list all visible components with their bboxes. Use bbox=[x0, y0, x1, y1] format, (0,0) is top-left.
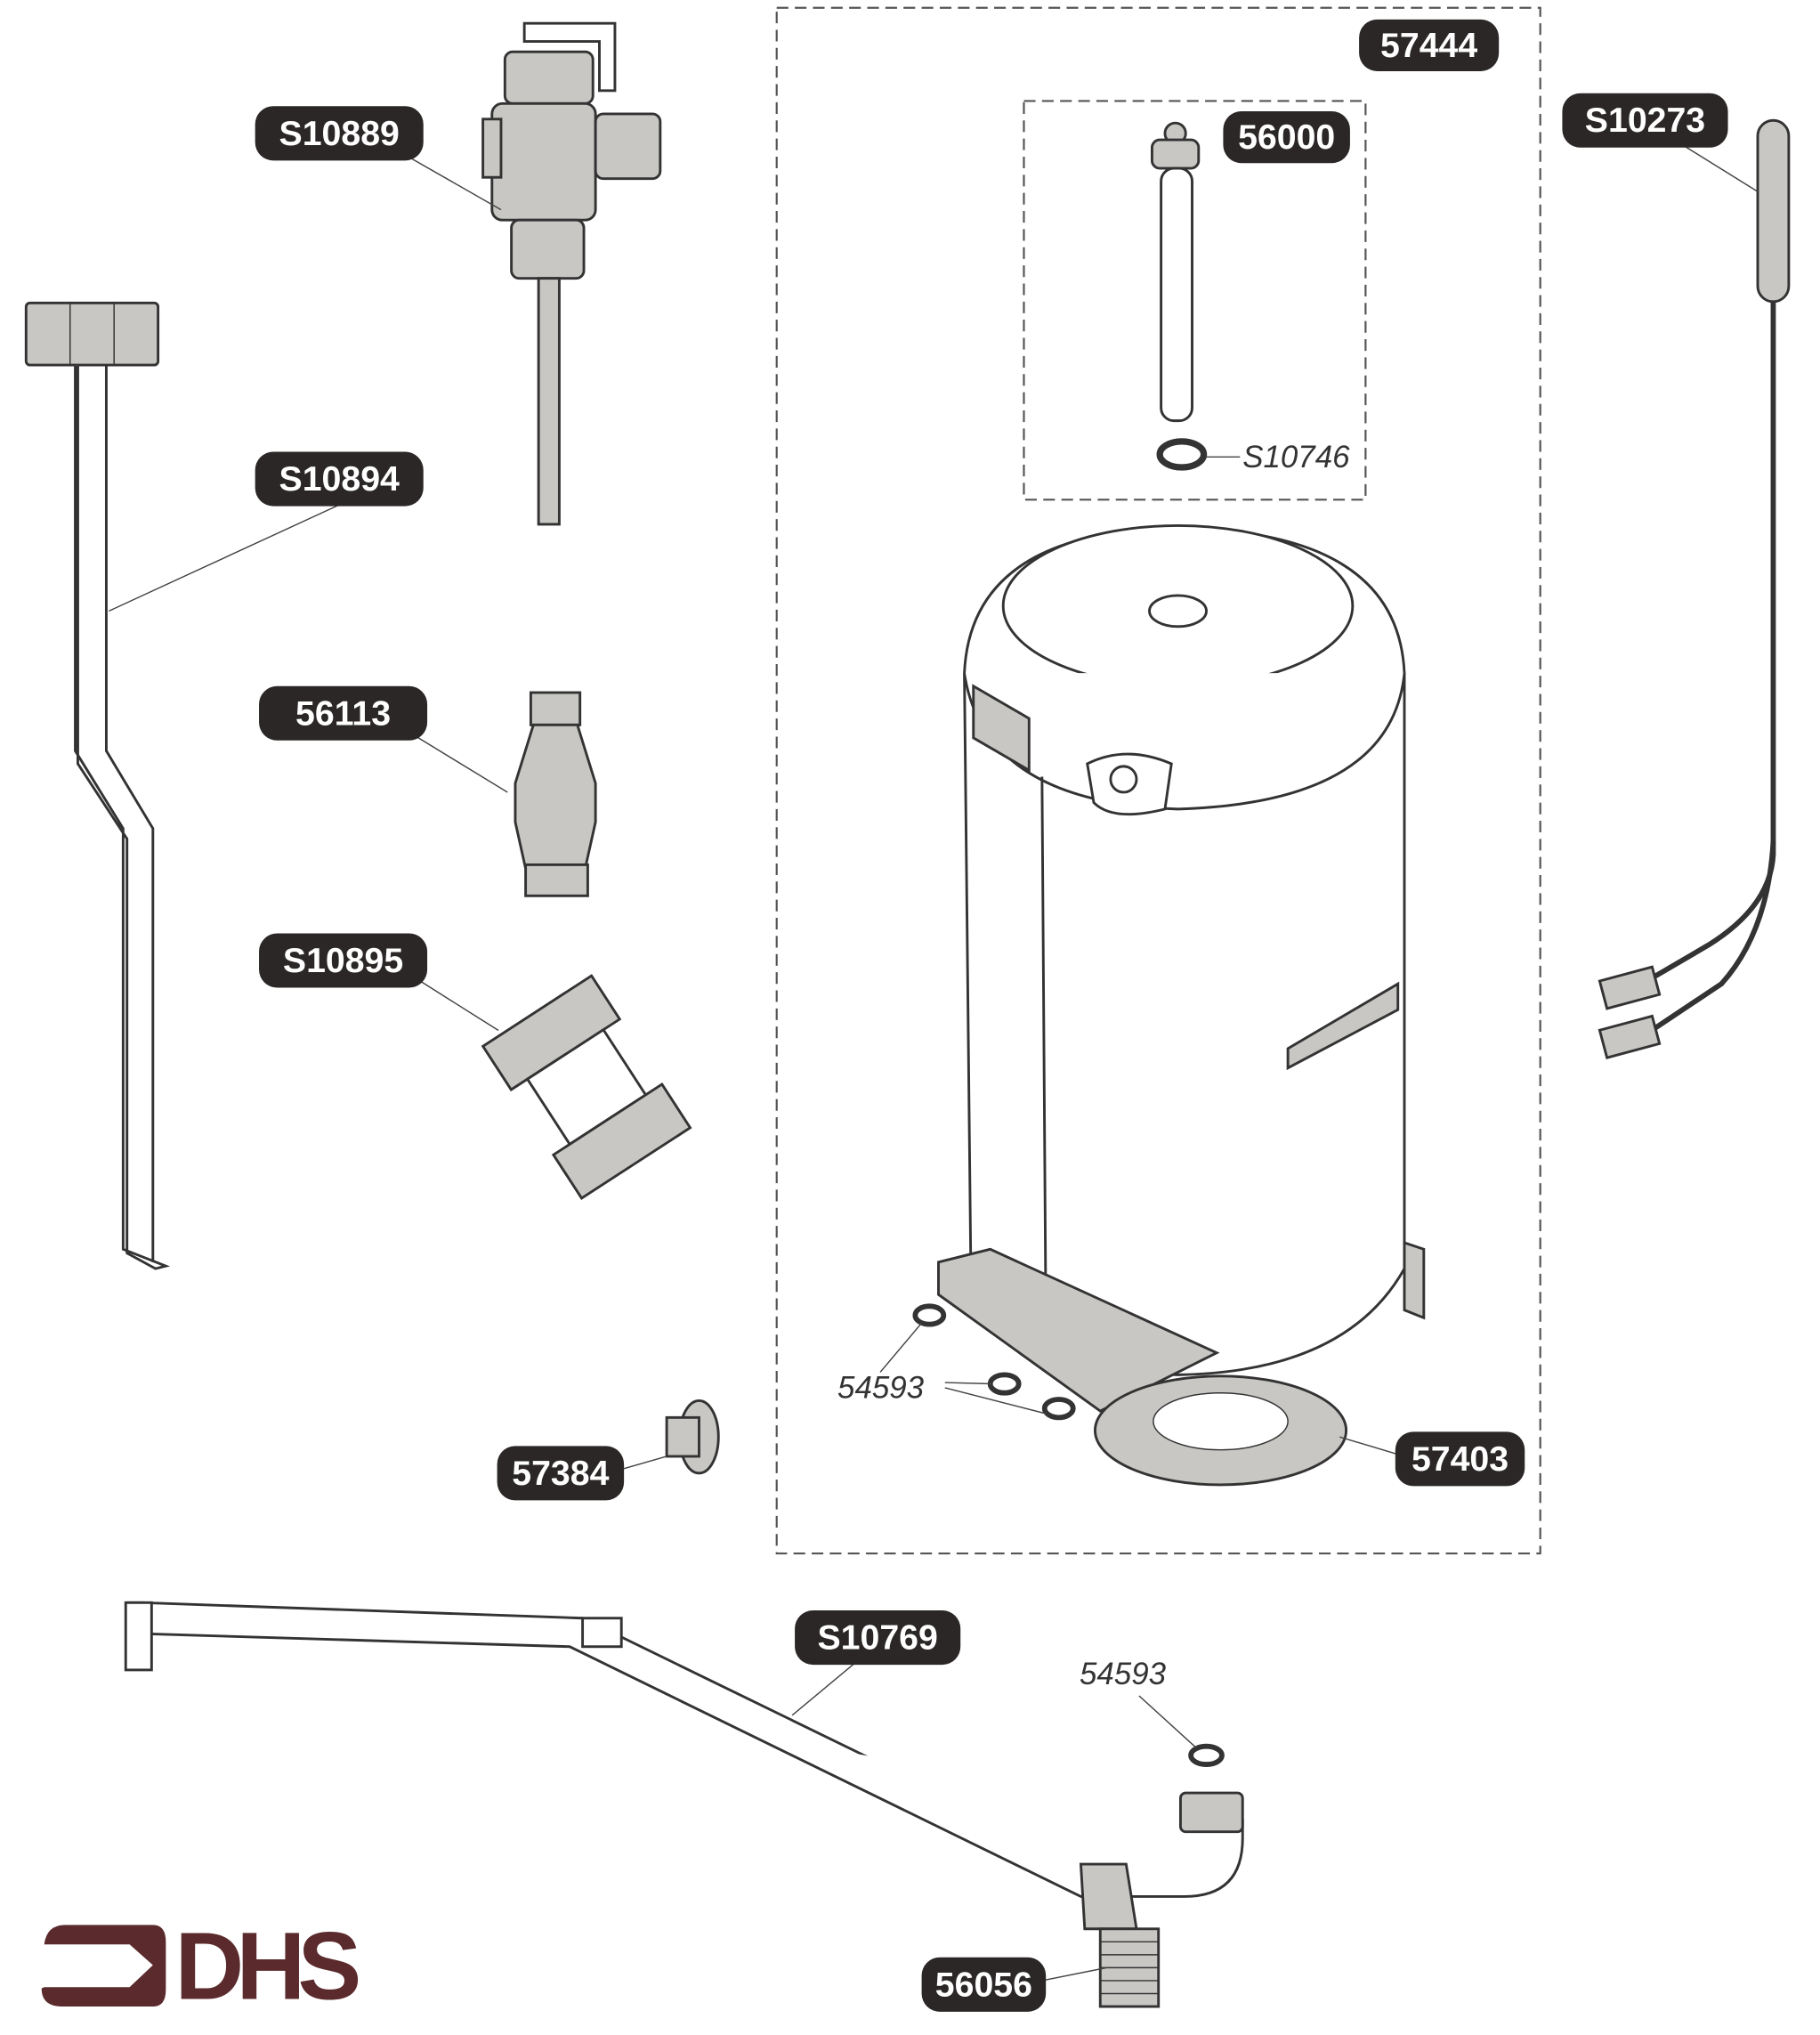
label-thermostat-sensor[interactable]: S10273 bbox=[1562, 93, 1728, 148]
plug-part bbox=[665, 1399, 720, 1475]
label-outlet-pipe[interactable]: S10769 bbox=[795, 1610, 961, 1666]
svg-text:56113: 56113 bbox=[295, 693, 391, 733]
label-base-plate[interactable]: 57403 bbox=[1395, 1431, 1525, 1487]
label-anode[interactable]: 56000 bbox=[1223, 111, 1350, 164]
leader-lines bbox=[109, 144, 1759, 1982]
relief-valve-part bbox=[481, 21, 662, 526]
label-tundish[interactable]: 56113 bbox=[259, 685, 428, 741]
svg-text:S10895: S10895 bbox=[283, 941, 403, 980]
svg-text:56000: 56000 bbox=[1238, 118, 1335, 157]
svg-text:S10769: S10769 bbox=[817, 1618, 937, 1658]
label-relief-pipe[interactable]: S10894 bbox=[255, 451, 424, 507]
cylinder-tank-part bbox=[937, 523, 1426, 1487]
anode-seal-ring bbox=[1156, 438, 1208, 471]
label-tank-kit[interactable]: 57444 bbox=[1359, 19, 1500, 71]
svg-text:57444: 57444 bbox=[1380, 26, 1477, 65]
svg-text:57384: 57384 bbox=[512, 1454, 609, 1493]
label-seal-upper[interactable]: 54593 bbox=[837, 1370, 925, 1405]
label-seal-lower[interactable]: 54593 bbox=[1080, 1657, 1167, 1691]
label-coupling[interactable]: S10895 bbox=[259, 933, 428, 988]
outlet-pipe-part bbox=[124, 1601, 1244, 2008]
svg-text:S10889: S10889 bbox=[279, 114, 400, 153]
tank-kit-boundary bbox=[775, 6, 1541, 1555]
svg-text:S10273: S10273 bbox=[1585, 101, 1705, 140]
logo-text: DHS bbox=[175, 1912, 359, 2019]
seal-rings bbox=[912, 1303, 1225, 1767]
label-relief-valve[interactable]: S10889 bbox=[255, 106, 424, 161]
anode-part bbox=[1150, 121, 1208, 471]
tundish-part bbox=[514, 691, 597, 897]
svg-text:56056: 56056 bbox=[935, 1965, 1032, 2004]
svg-text:57403: 57403 bbox=[1412, 1439, 1509, 1479]
anode-kit-boundary bbox=[1023, 100, 1367, 501]
label-anode-seal[interactable]: S10746 bbox=[1242, 440, 1350, 474]
relief-pipe-part bbox=[24, 301, 171, 1270]
thermostat-sensor-part bbox=[1598, 118, 1791, 1059]
label-drain-valve[interactable]: 56056 bbox=[921, 1957, 1047, 2012]
label-plug[interactable]: 57384 bbox=[497, 1446, 625, 1501]
coupling-part bbox=[481, 974, 692, 1201]
dhs-logo: DHS bbox=[41, 1912, 366, 2019]
svg-text:S10894: S10894 bbox=[279, 459, 400, 499]
